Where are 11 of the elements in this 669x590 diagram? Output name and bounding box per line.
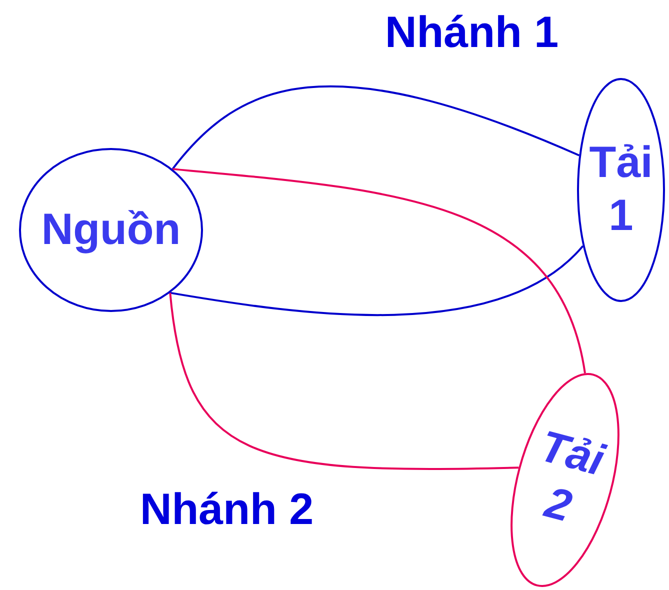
connector-line xyxy=(172,168,586,374)
node-label: Tải 1 xyxy=(589,137,653,242)
ellipse-node xyxy=(577,78,665,302)
node-label: Tải 2 xyxy=(534,420,610,534)
branch-label: Nhánh 1 xyxy=(385,8,559,58)
branch-label: Nhánh 2 xyxy=(140,485,314,535)
ellipse-node xyxy=(19,148,203,312)
connector-line xyxy=(169,292,519,470)
node-label: Nguồn xyxy=(41,204,181,256)
connector-line xyxy=(170,245,584,316)
connector-line xyxy=(172,86,580,170)
